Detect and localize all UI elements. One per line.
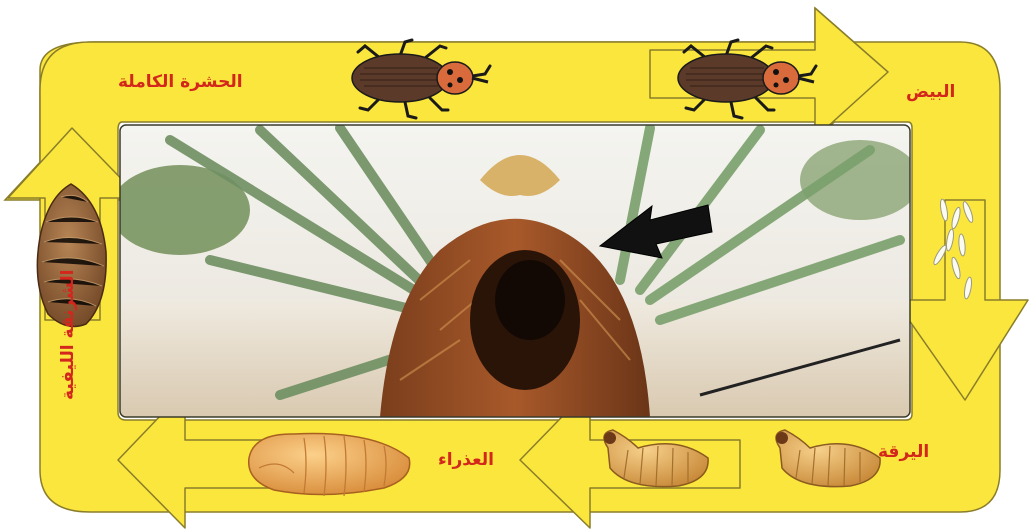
stage-label-cocoon: الشرنقة الليفية bbox=[58, 269, 78, 400]
infested-palm-photo bbox=[110, 125, 920, 417]
stage-label-pupa: العذراء bbox=[438, 450, 494, 470]
stage-label-adult: الحشرة الكاملة bbox=[118, 72, 243, 92]
stage-label-larva: اليرقة bbox=[878, 442, 929, 462]
stage-label-eggs: البيض bbox=[906, 82, 955, 102]
